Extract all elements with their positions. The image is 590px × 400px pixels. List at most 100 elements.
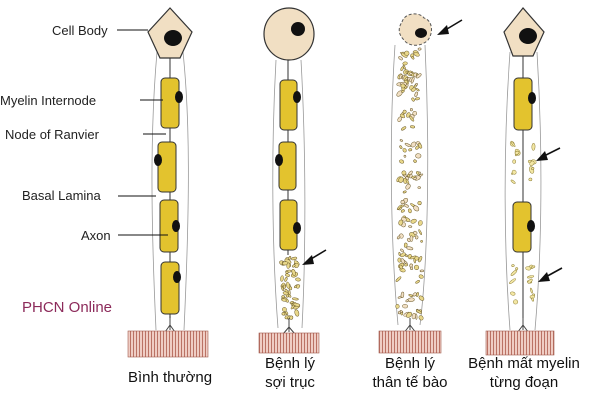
debris-fragment xyxy=(528,177,533,182)
debris-fragment xyxy=(531,142,536,151)
debris-fragment xyxy=(399,145,403,149)
myelin-segment xyxy=(279,79,298,131)
schwann-nucleus xyxy=(175,91,183,103)
debris-fragment xyxy=(281,312,286,316)
debris-fragment xyxy=(415,313,418,320)
demyelinated-segment xyxy=(509,140,537,184)
leader-lines xyxy=(117,29,168,236)
debris-fragment xyxy=(510,269,518,276)
debris-fragment xyxy=(285,270,289,274)
debris-fragment xyxy=(418,295,425,301)
debris-fragment xyxy=(415,235,419,240)
debris-fragment xyxy=(511,169,517,175)
debris-fragment xyxy=(408,294,414,297)
debris-fragment xyxy=(530,287,533,294)
debris-fragment xyxy=(400,209,405,213)
debris-fragment xyxy=(415,73,422,79)
debris-fragment xyxy=(402,304,408,309)
caption-cellbody-2: thân tế bào xyxy=(372,374,447,391)
debris-fragment xyxy=(413,205,420,212)
debris-fragment xyxy=(283,284,286,289)
debris-fragment xyxy=(510,291,516,296)
debris-fragment xyxy=(417,186,421,189)
debris-fragment xyxy=(399,159,405,164)
debris-fragment xyxy=(398,251,401,256)
debris-fragment xyxy=(400,252,406,258)
debris-fragment xyxy=(286,281,291,289)
label-axon: Axon xyxy=(81,228,111,243)
debris-fragment xyxy=(411,87,416,92)
debris-fragment xyxy=(285,273,290,277)
debris-fragment xyxy=(404,143,412,147)
label-myelin-internode: Myelin Internode xyxy=(0,93,96,108)
debris-fragment xyxy=(400,248,405,253)
debris-fragment xyxy=(406,311,412,318)
label-node-of-ranvier: Node of Ranvier xyxy=(5,127,100,142)
debris-fragment xyxy=(412,110,417,116)
debris-fragment xyxy=(282,291,289,296)
schwann-nucleus xyxy=(173,271,181,283)
debris-fragment xyxy=(401,170,407,176)
label-cell-body: Cell Body xyxy=(52,23,108,38)
debris-fragment xyxy=(402,61,408,66)
debris-fragment xyxy=(411,56,415,60)
debris-fragment xyxy=(281,298,287,302)
debris-fragment xyxy=(512,159,516,164)
debris-fragment xyxy=(513,299,519,305)
debris-fragment xyxy=(400,90,405,93)
debris-fragment xyxy=(401,126,407,131)
demyelinated-segment xyxy=(509,264,536,305)
debris-fragment xyxy=(418,229,422,235)
debris-fragment xyxy=(294,309,300,317)
pathology-arrow xyxy=(302,249,327,265)
debris-fragment xyxy=(399,264,403,270)
muscle-fiber xyxy=(258,332,320,354)
caption-axonal-2: sợi trục xyxy=(265,374,315,391)
schwann-nucleus xyxy=(527,220,535,232)
pathology-arrow xyxy=(536,147,561,161)
debris-fragment xyxy=(412,292,417,297)
debris-fragment xyxy=(514,150,520,155)
debris-fragment xyxy=(417,220,423,226)
debris-fragment xyxy=(402,190,407,194)
debris-fragment xyxy=(281,295,285,299)
debris-fragment xyxy=(286,262,291,269)
schwann-nucleus xyxy=(528,92,536,104)
debris-fragment xyxy=(405,183,411,190)
cell-body xyxy=(263,7,315,61)
debris-fragment xyxy=(291,269,296,276)
debris-fragment xyxy=(404,254,408,258)
schwann-nucleus xyxy=(154,154,162,166)
debris-fragment xyxy=(409,235,414,242)
basal-lamina xyxy=(151,51,189,331)
debris-fragment xyxy=(529,160,535,166)
debris-fragment xyxy=(412,177,418,180)
debris-fragment xyxy=(407,208,412,214)
caption-cellbody-1: Bệnh lý xyxy=(385,355,436,372)
debris-fragment xyxy=(402,148,407,153)
debris-fragment xyxy=(288,256,292,260)
debris-fragment xyxy=(405,178,410,185)
debris-fragment xyxy=(509,278,516,284)
debris-fragment xyxy=(418,274,424,279)
debris-fragment xyxy=(417,201,422,206)
debris-fragment xyxy=(285,311,289,315)
debris-fragment xyxy=(531,265,536,269)
basal-lamina xyxy=(272,59,306,329)
debris-fragment xyxy=(411,97,415,102)
debris-fragment xyxy=(407,238,411,242)
schwann-nucleus xyxy=(293,91,301,103)
myelin-segment xyxy=(160,77,180,129)
muscle-fiber xyxy=(378,330,442,354)
debris-fragment xyxy=(414,256,419,261)
debris-fragment xyxy=(280,275,284,282)
debris-fragment xyxy=(403,203,409,208)
debris-fragment xyxy=(405,299,409,303)
debris-fragment xyxy=(408,148,413,152)
nucleus xyxy=(164,30,182,46)
debris-fragment xyxy=(415,88,420,92)
debris-fragment xyxy=(531,167,535,170)
debris-fragment xyxy=(400,200,405,205)
caption-axonal-1: Bệnh lý xyxy=(265,355,316,372)
